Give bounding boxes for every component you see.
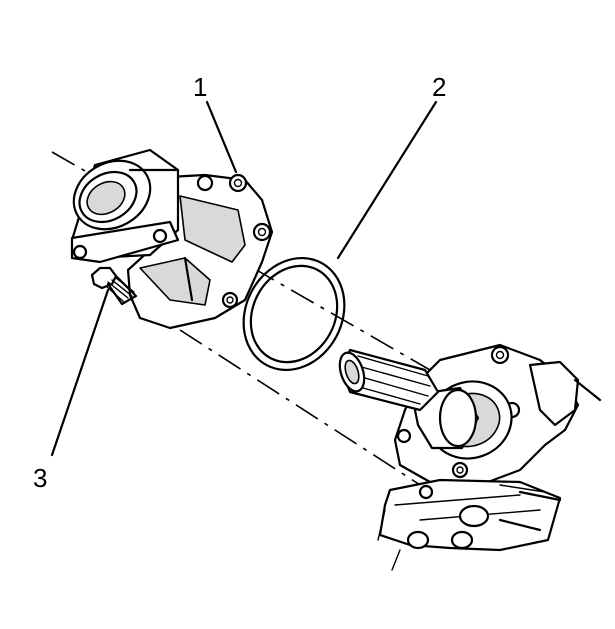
leader-lines — [50, 100, 438, 457]
transmission-case — [338, 343, 602, 571]
callout-1: 1 — [193, 72, 207, 102]
seal-ring — [242, 256, 346, 372]
leader-line-2 — [336, 100, 438, 260]
extension-housing — [70, 148, 274, 330]
bolt — [90, 266, 138, 306]
leader-line-3 — [50, 288, 110, 457]
callout-3: 3 — [33, 463, 47, 493]
callout-2: 2 — [432, 72, 446, 102]
leader-line-1 — [205, 100, 238, 174]
